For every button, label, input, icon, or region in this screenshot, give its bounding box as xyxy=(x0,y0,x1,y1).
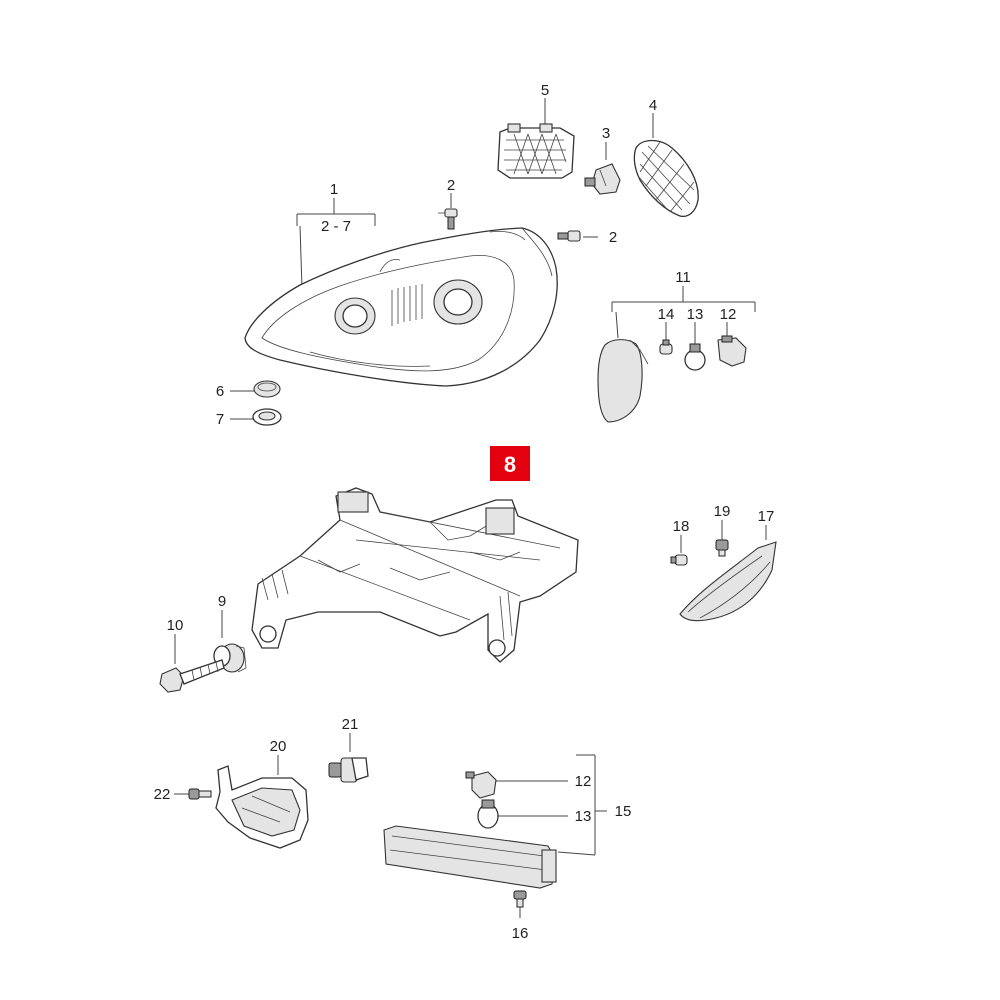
vent-cover xyxy=(497,123,575,179)
label-21: 21 xyxy=(342,716,359,733)
screw-right xyxy=(557,230,581,242)
screw-19 xyxy=(715,539,729,557)
screw-16 xyxy=(513,890,527,908)
cover-grille xyxy=(633,139,699,218)
screw-22 xyxy=(188,788,212,800)
label-4: 4 xyxy=(649,97,657,114)
label-19: 19 xyxy=(714,503,731,520)
label-11: 11 xyxy=(675,269,691,286)
fog-lamp-housing xyxy=(215,765,309,849)
label-10: 10 xyxy=(167,617,184,634)
label-16: 16 xyxy=(512,925,529,942)
cap-6 xyxy=(253,380,281,398)
label-3: 3 xyxy=(602,125,610,142)
lower-bulb-socket xyxy=(465,771,497,799)
leader-lines xyxy=(174,98,767,918)
bulb-18 xyxy=(670,554,688,566)
lower-bulb xyxy=(477,799,499,829)
bulb-14 xyxy=(659,339,673,355)
label-9: 9 xyxy=(218,593,226,610)
label-12-top: 12 xyxy=(720,306,737,323)
label-12-bottom: 12 xyxy=(575,773,592,790)
part-labels: 1 2 - 7 2 2 3 4 5 6 7 11 14 13 12 8 9 10… xyxy=(154,82,775,942)
seal-ring-7 xyxy=(252,408,282,426)
label-17: 17 xyxy=(758,508,775,525)
mounting-bracket xyxy=(251,487,579,663)
label-14: 14 xyxy=(658,306,675,323)
label-22: 22 xyxy=(154,786,171,803)
label-6: 6 xyxy=(216,383,224,400)
highlight-badge xyxy=(490,446,530,481)
bulb-socket-12 xyxy=(717,335,747,367)
hex-bolt xyxy=(159,659,225,693)
label-15: 15 xyxy=(615,803,632,820)
label-13-bottom: 13 xyxy=(575,808,592,825)
label-18: 18 xyxy=(673,518,690,535)
front-indicator xyxy=(679,541,777,622)
side-marker-lamp xyxy=(597,339,649,423)
label-1: 1 xyxy=(330,181,338,198)
label-1-range: 2 - 7 xyxy=(321,218,351,235)
label-20: 20 xyxy=(270,738,287,755)
headlight-assembly xyxy=(244,227,558,387)
label-2-right: 2 xyxy=(609,229,617,246)
bulb-13 xyxy=(684,343,706,371)
fog-bulb xyxy=(328,757,369,783)
label-13-top: 13 xyxy=(687,306,704,323)
label-7: 7 xyxy=(216,411,224,428)
screw-top xyxy=(438,208,458,230)
side-lamp-15 xyxy=(383,825,557,889)
bulb-socket xyxy=(584,163,621,195)
label-2-top: 2 xyxy=(447,177,455,194)
label-8-highlighted: 8 xyxy=(504,452,516,477)
label-5: 5 xyxy=(541,82,549,99)
